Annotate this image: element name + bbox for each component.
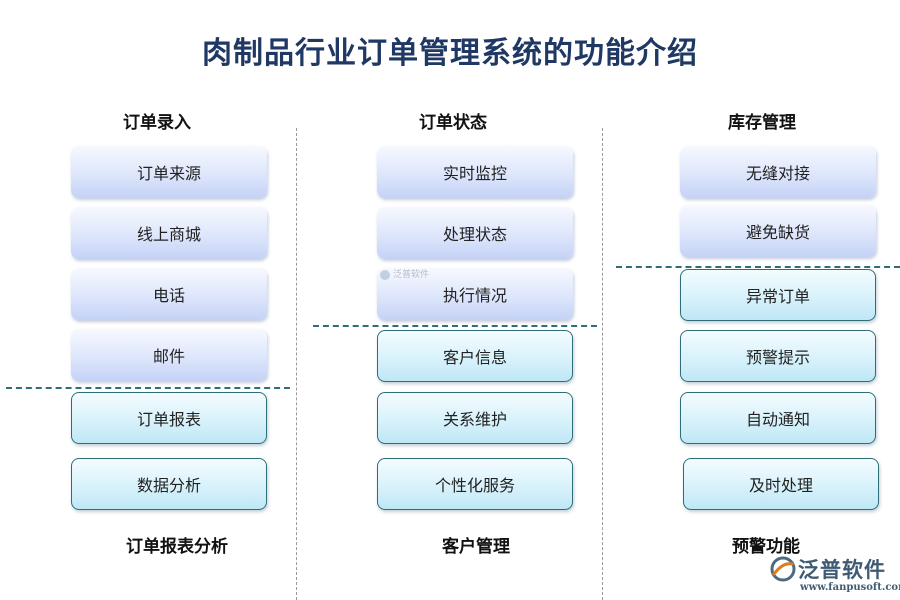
box-data-analysis: 数据分析 [71, 458, 267, 510]
heading-order-status: 订单状态 [419, 113, 487, 133]
heading-order-entry: 订单录入 [123, 113, 191, 133]
box-realtime-monitor: 实时监控 [377, 146, 573, 198]
group-label-customer-management: 客户管理 [442, 537, 510, 557]
brand-url: www.fanpusoft.com [800, 582, 900, 593]
box-online-mall: 线上商城 [71, 207, 267, 259]
box-auto-notify: 自动通知 [680, 392, 876, 444]
section-divider-col1 [6, 387, 290, 389]
group-label-warning-function: 预警功能 [732, 537, 800, 557]
box-phone: 电话 [71, 268, 267, 320]
box-processing-status: 处理状态 [377, 207, 573, 259]
brand-logo-icon [770, 556, 796, 582]
column-divider-right [602, 128, 603, 600]
watermark-center-text: 泛普软件 [393, 270, 430, 280]
page-title: 肉制品行业订单管理系统的功能介绍 [202, 36, 698, 71]
box-customer-info: 客户信息 [377, 330, 573, 382]
watermark-logo-icon [380, 270, 390, 280]
heading-inventory: 库存管理 [728, 113, 796, 133]
box-abnormal-order: 异常订单 [680, 269, 876, 321]
box-order-report: 订单报表 [71, 392, 267, 444]
box-avoid-stockout: 避免缺货 [680, 205, 876, 257]
box-email: 邮件 [71, 329, 267, 381]
brand-name: 泛普软件 [798, 558, 886, 582]
box-personalized-service: 个性化服务 [377, 458, 573, 510]
column-divider-left [296, 128, 297, 600]
box-timely-handling: 及时处理 [683, 458, 879, 510]
box-seamless-integration: 无缝对接 [680, 146, 876, 198]
brand-watermark: 泛普软件 www.fanpusoft.com [770, 552, 900, 598]
box-execution-status: 执行情况 [377, 268, 573, 320]
box-order-source: 订单来源 [71, 146, 267, 198]
box-warning-prompt: 预警提示 [680, 330, 876, 382]
section-divider-col3 [616, 266, 900, 268]
group-label-order-report-analysis: 订单报表分析 [126, 537, 228, 557]
watermark-center: 泛普软件 [380, 270, 429, 280]
box-relationship-maintenance: 关系维护 [377, 392, 573, 444]
section-divider-col2 [313, 325, 597, 327]
